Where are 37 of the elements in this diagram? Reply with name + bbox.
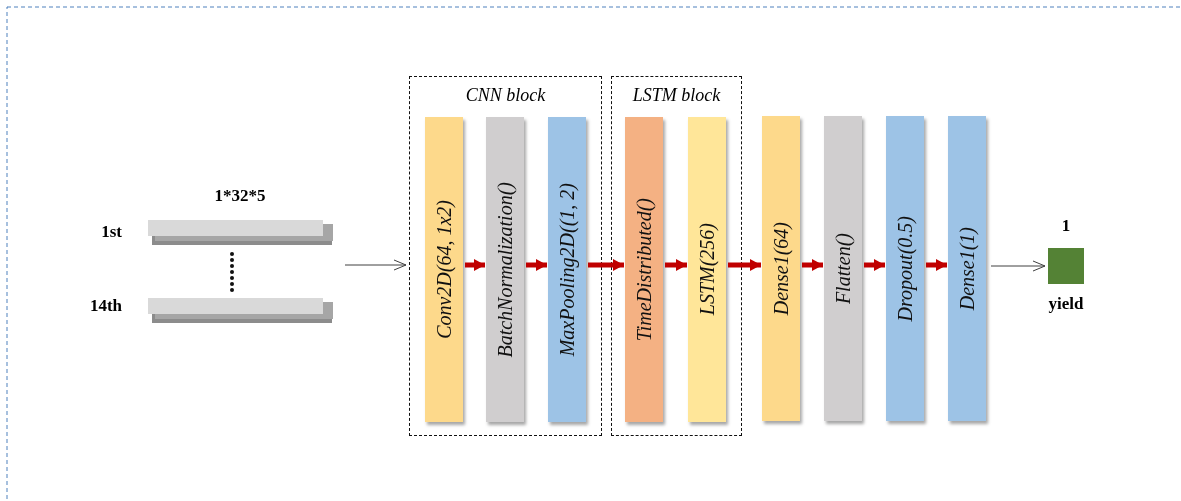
arrow bbox=[665, 259, 687, 271]
layer-bar bbox=[548, 117, 586, 422]
arrow bbox=[864, 259, 885, 271]
dashed-group-box bbox=[611, 76, 742, 436]
arrow bbox=[926, 259, 947, 271]
group-title: CNN block bbox=[464, 85, 547, 106]
arrow bbox=[344, 259, 407, 271]
layer-bar bbox=[762, 116, 800, 421]
row-label: 1st bbox=[101, 222, 122, 242]
arrow bbox=[802, 259, 823, 271]
layer-label: TimeDistributed() bbox=[632, 197, 656, 342]
layer-label: BatchNormalization() bbox=[493, 181, 517, 358]
layer-label: Flatten() bbox=[831, 232, 855, 305]
layer-label: Dense1(64) bbox=[769, 221, 793, 316]
layer-label: Dropout(0.5) bbox=[893, 215, 917, 322]
layer-label: LSTM(256) bbox=[695, 223, 719, 316]
dashed-group-box bbox=[409, 76, 602, 436]
layer-bar bbox=[425, 117, 463, 422]
group-title: LSTM block bbox=[631, 85, 722, 106]
layer-bar bbox=[948, 116, 986, 421]
output-size-label: 1 bbox=[1060, 216, 1072, 236]
row-label: 14th bbox=[89, 296, 122, 316]
layer-bar bbox=[486, 117, 524, 422]
arrow bbox=[588, 259, 624, 271]
layer-label: Dense1(1) bbox=[955, 226, 979, 311]
layer-bar bbox=[824, 116, 862, 421]
layer-bar bbox=[886, 116, 924, 421]
layer-label: MaxPooling2D((1, 2) bbox=[555, 182, 579, 357]
arrow bbox=[526, 259, 547, 271]
layer-bar bbox=[625, 117, 663, 422]
arrow bbox=[990, 260, 1046, 272]
layer-bar bbox=[688, 117, 726, 422]
layer-label: Conv2D(64, 1x2) bbox=[432, 200, 456, 339]
arrow bbox=[465, 259, 485, 271]
input-shape-label: 1*32*5 bbox=[213, 186, 267, 206]
arrow bbox=[728, 259, 761, 271]
output-label: yield bbox=[1047, 294, 1085, 314]
